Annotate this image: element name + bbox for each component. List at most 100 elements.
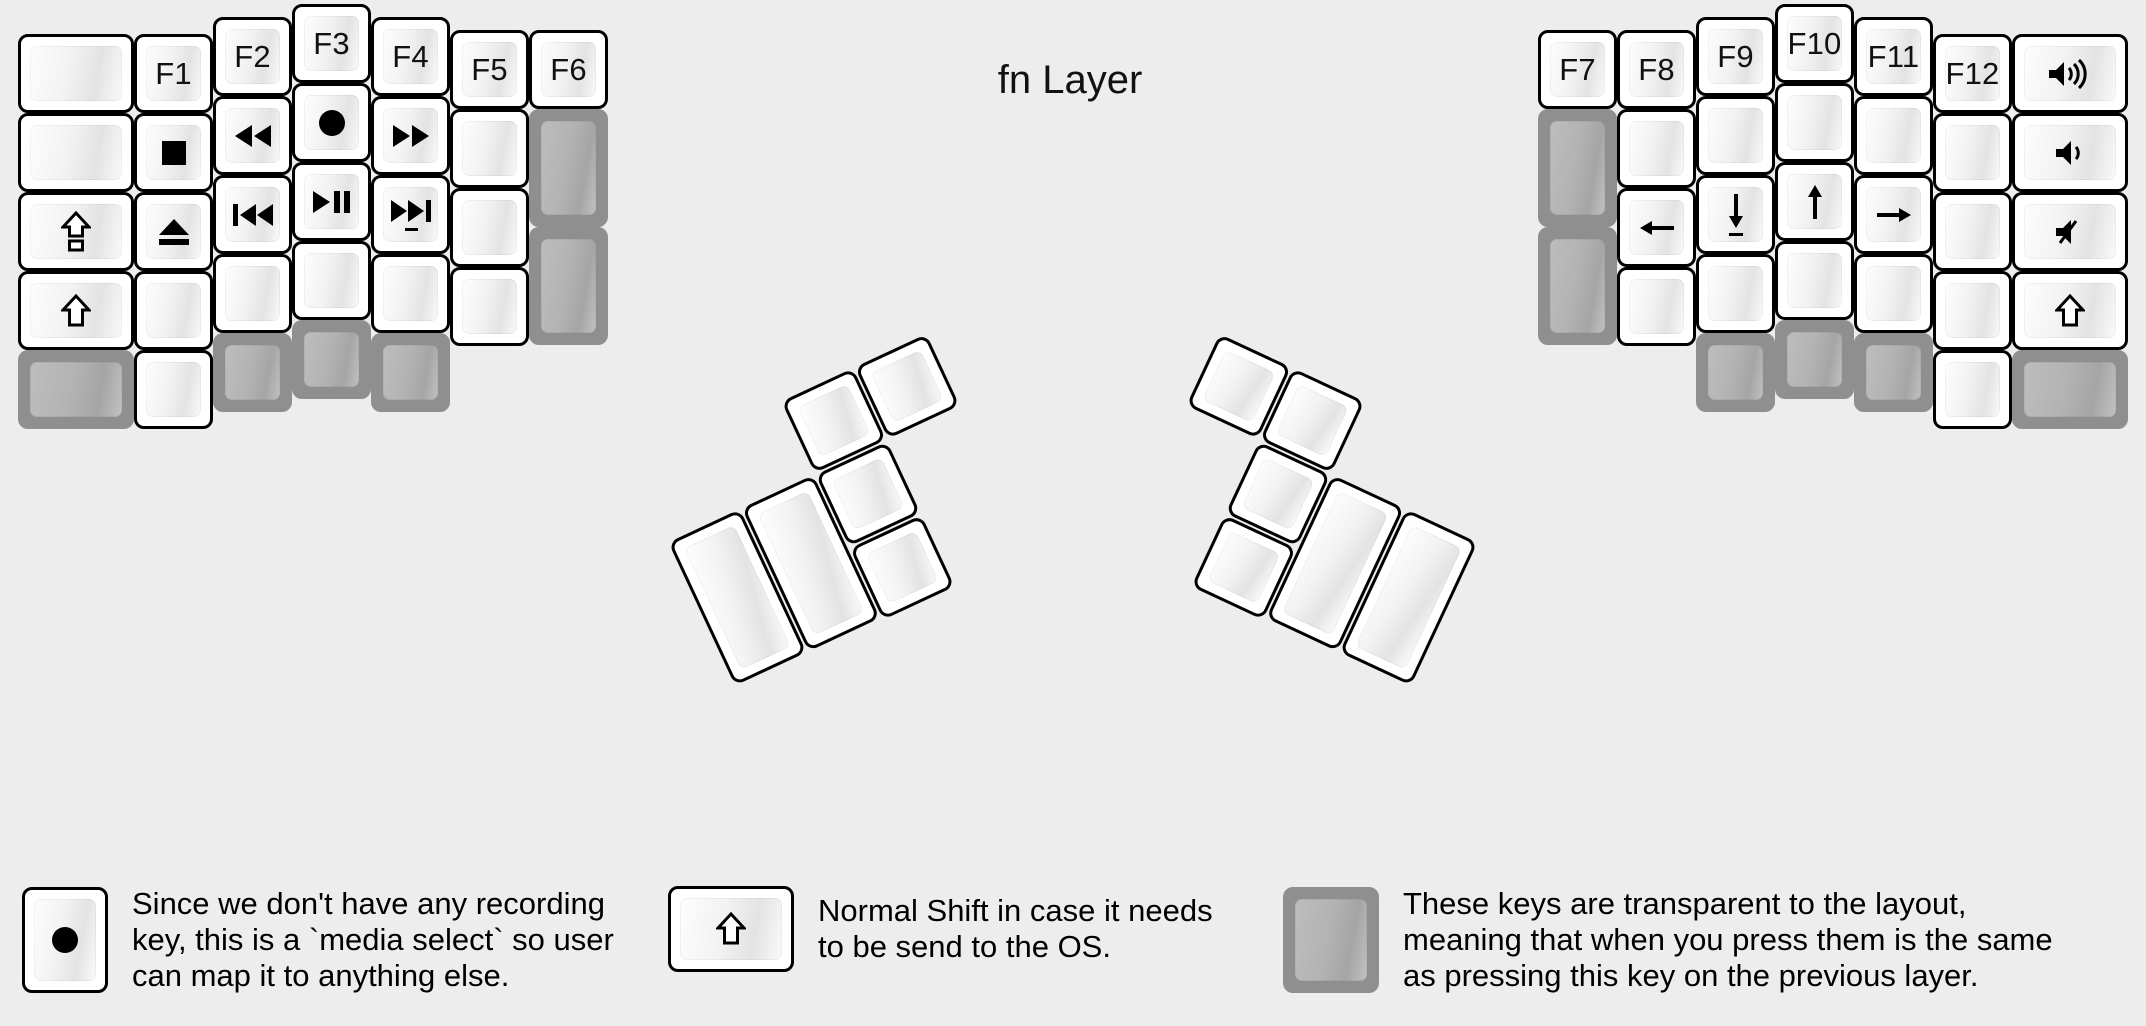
key-cap xyxy=(383,266,438,321)
legend-swatch-shift xyxy=(668,886,794,972)
key-cap xyxy=(1241,457,1315,531)
key-mute[interactable] xyxy=(2012,192,2128,271)
key-arrow-up[interactable] xyxy=(1775,162,1854,241)
key-l7r2[interactable] xyxy=(529,109,608,227)
key-l4r5[interactable] xyxy=(292,320,371,399)
key-cap xyxy=(1708,108,1763,163)
key-f9[interactable]: F9 xyxy=(1696,17,1775,96)
key-fast-forward[interactable] xyxy=(371,96,450,175)
key-f8[interactable]: F8 xyxy=(1617,30,1696,109)
key-f4[interactable]: F4 xyxy=(371,17,450,96)
key-r6r5[interactable] xyxy=(1933,350,2012,429)
key-cap xyxy=(1550,239,1605,333)
key-r6r3[interactable] xyxy=(1933,192,2012,271)
eject-icon xyxy=(157,217,191,247)
key-cap xyxy=(1787,253,1842,308)
key-volume-up[interactable] xyxy=(2012,34,2128,113)
key-f11[interactable]: F11 xyxy=(1854,17,1933,96)
key-arrow-down[interactable] xyxy=(1696,175,1775,254)
key-arrow-right[interactable] xyxy=(1854,175,1933,254)
key-l4r4[interactable] xyxy=(292,241,371,320)
key-cap xyxy=(146,362,201,417)
key-cap xyxy=(146,125,201,180)
key-r6r4[interactable] xyxy=(1933,271,2012,350)
key-cap xyxy=(383,108,438,163)
key-stop[interactable] xyxy=(134,113,213,192)
key-r1r3[interactable] xyxy=(1538,227,1617,345)
key-r5r5[interactable] xyxy=(1854,333,1933,412)
legend-text-transparent: These keys are transparent to the layout… xyxy=(1403,886,2053,993)
key-r5r2[interactable] xyxy=(1854,96,1933,175)
key-cap: F3 xyxy=(304,16,359,71)
key-l3r5[interactable] xyxy=(213,333,292,412)
key-l2r5[interactable] xyxy=(134,350,213,429)
key-cap xyxy=(30,46,122,101)
key-cap xyxy=(1945,125,2000,180)
key-l1r4[interactable] xyxy=(18,271,134,350)
key-f7[interactable]: F7 xyxy=(1538,30,1617,109)
legend-swatch-transparent xyxy=(1283,886,1379,993)
key-f3[interactable]: F3 xyxy=(292,4,371,83)
key-r5r4[interactable] xyxy=(1854,254,1933,333)
key-prev-track[interactable] xyxy=(213,175,292,254)
key-eject[interactable] xyxy=(134,192,213,271)
key-r6r2[interactable] xyxy=(1933,113,2012,192)
key-volume-down[interactable] xyxy=(2012,113,2128,192)
key-r2r4[interactable] xyxy=(1617,267,1696,346)
key-l1r2[interactable] xyxy=(18,113,134,192)
key-r4r2[interactable] xyxy=(1775,83,1854,162)
key-r3r5[interactable] xyxy=(1696,333,1775,412)
key-cap xyxy=(2024,46,2116,101)
key-shift-right[interactable] xyxy=(2012,271,2128,350)
key-l6r4[interactable] xyxy=(450,267,529,346)
key-r3r2[interactable] xyxy=(1696,96,1775,175)
key-l6r3[interactable] xyxy=(450,188,529,267)
key-cap xyxy=(225,345,280,400)
key-next-track[interactable] xyxy=(371,175,450,254)
key-l5r4[interactable] xyxy=(371,254,450,333)
key-cap xyxy=(1275,384,1349,458)
prev-track-icon xyxy=(231,202,275,228)
key-cap xyxy=(541,239,596,333)
key-r3r4[interactable] xyxy=(1696,254,1775,333)
key-r4r4[interactable] xyxy=(1775,241,1854,320)
key-play-pause[interactable] xyxy=(292,162,371,241)
key-l5r5[interactable] xyxy=(371,333,450,412)
key-cap xyxy=(1708,345,1763,400)
key-f12[interactable]: F12 xyxy=(1933,34,2012,113)
key-l1r1[interactable] xyxy=(18,34,134,113)
key-l1r5[interactable] xyxy=(18,350,134,429)
key-record[interactable] xyxy=(292,83,371,162)
key-f6[interactable]: F6 xyxy=(529,30,608,109)
key-cap xyxy=(304,253,359,308)
key-l6r2[interactable] xyxy=(450,109,529,188)
legend-item-record: Since we don't have any recording key, t… xyxy=(22,886,614,994)
key-l3r4[interactable] xyxy=(213,254,292,333)
key-f5[interactable]: F5 xyxy=(450,30,529,109)
key-f10[interactable]: F10 xyxy=(1775,4,1854,83)
key-cap xyxy=(1708,266,1763,321)
key-cap: F6 xyxy=(541,42,596,97)
key-l7r3[interactable] xyxy=(529,227,608,345)
key-cap xyxy=(304,95,359,150)
key-r7r5[interactable] xyxy=(2012,350,2128,429)
key-f2[interactable]: F2 xyxy=(213,17,292,96)
key-r1r2[interactable] xyxy=(1538,109,1617,227)
key-l1r3[interactable] xyxy=(18,192,134,271)
key-cap xyxy=(870,349,944,423)
key-label: F9 xyxy=(1717,39,1754,74)
key-cap xyxy=(1787,174,1842,229)
key-r4r5[interactable] xyxy=(1775,320,1854,399)
key-label: F11 xyxy=(1867,39,1920,74)
key-f1[interactable]: F1 xyxy=(134,34,213,113)
key-r2r2[interactable] xyxy=(1617,109,1696,188)
key-cap: F12 xyxy=(1945,46,2000,101)
record-circle-icon xyxy=(317,108,347,138)
key-l2r4[interactable] xyxy=(134,271,213,350)
key-cap xyxy=(1207,530,1281,604)
key-rewind[interactable] xyxy=(213,96,292,175)
legend-swatch-record xyxy=(22,886,108,993)
key-arrow-left[interactable] xyxy=(1617,188,1696,267)
key-cap xyxy=(462,121,517,176)
key-cap xyxy=(383,345,438,400)
